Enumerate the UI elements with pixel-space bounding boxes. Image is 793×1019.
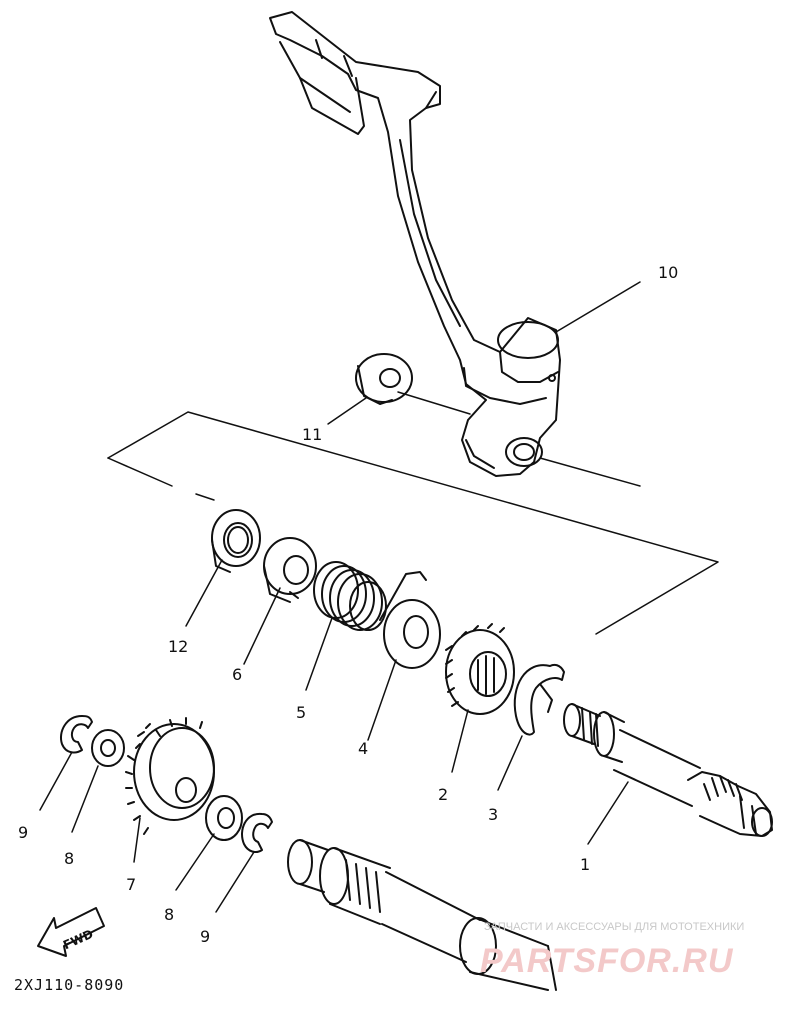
watermark: ЗАПЧАСТИ И АКСЕССУАРЫ ДЛЯ МОТОТЕХНИКИ PA… bbox=[480, 921, 744, 980]
callout-3: 3 bbox=[488, 805, 498, 824]
circlip-part-9b bbox=[241, 812, 273, 853]
torsion-spring-part-5 bbox=[313, 561, 427, 631]
washer-part-8a bbox=[91, 729, 125, 767]
kick-lever bbox=[269, 11, 561, 477]
callout-labels: 1 2 3 4 5 6 7 8 8 9 9 10 11 12 bbox=[18, 263, 678, 946]
circlip-part-3 bbox=[513, 663, 565, 736]
washer-part-11 bbox=[355, 353, 413, 405]
kick-axle-part-1 bbox=[563, 703, 773, 837]
washer-part-4 bbox=[383, 599, 441, 669]
callout-8a: 8 bbox=[64, 849, 74, 868]
callout-5: 5 bbox=[296, 703, 306, 722]
ratchet-part-2 bbox=[445, 623, 515, 715]
part-code: 2XJ110-8090 bbox=[14, 976, 124, 994]
idler-gear-part-7 bbox=[125, 717, 215, 835]
spring-guide-part-6 bbox=[263, 537, 317, 603]
fwd-arrow-icon bbox=[37, 907, 105, 957]
callout-2: 2 bbox=[438, 785, 448, 804]
callout-4: 4 bbox=[358, 739, 368, 758]
callout-9a: 9 bbox=[18, 823, 28, 842]
callout-6: 6 bbox=[232, 665, 242, 684]
callout-9b: 9 bbox=[200, 927, 210, 946]
callout-10: 10 bbox=[658, 263, 678, 282]
fwd-label: FWD bbox=[61, 927, 95, 953]
assembly-bracket-box bbox=[107, 411, 719, 635]
circlip-part-9a bbox=[60, 715, 93, 754]
callout-7: 7 bbox=[126, 875, 136, 894]
leader-lines bbox=[39, 281, 641, 913]
callout-8b: 8 bbox=[164, 905, 174, 924]
main-shaft bbox=[287, 839, 557, 991]
callout-12: 12 bbox=[168, 637, 188, 656]
watermark-logo: PARTSFOR.RU bbox=[480, 942, 734, 980]
callout-11: 11 bbox=[302, 425, 322, 444]
watermark-tagline: ЗАПЧАСТИ И АКСЕССУАРЫ ДЛЯ МОТОТЕХНИКИ bbox=[484, 921, 744, 933]
callout-1: 1 bbox=[580, 855, 590, 874]
oil-seal-part-12 bbox=[211, 509, 261, 573]
washer-part-8b bbox=[205, 795, 243, 841]
